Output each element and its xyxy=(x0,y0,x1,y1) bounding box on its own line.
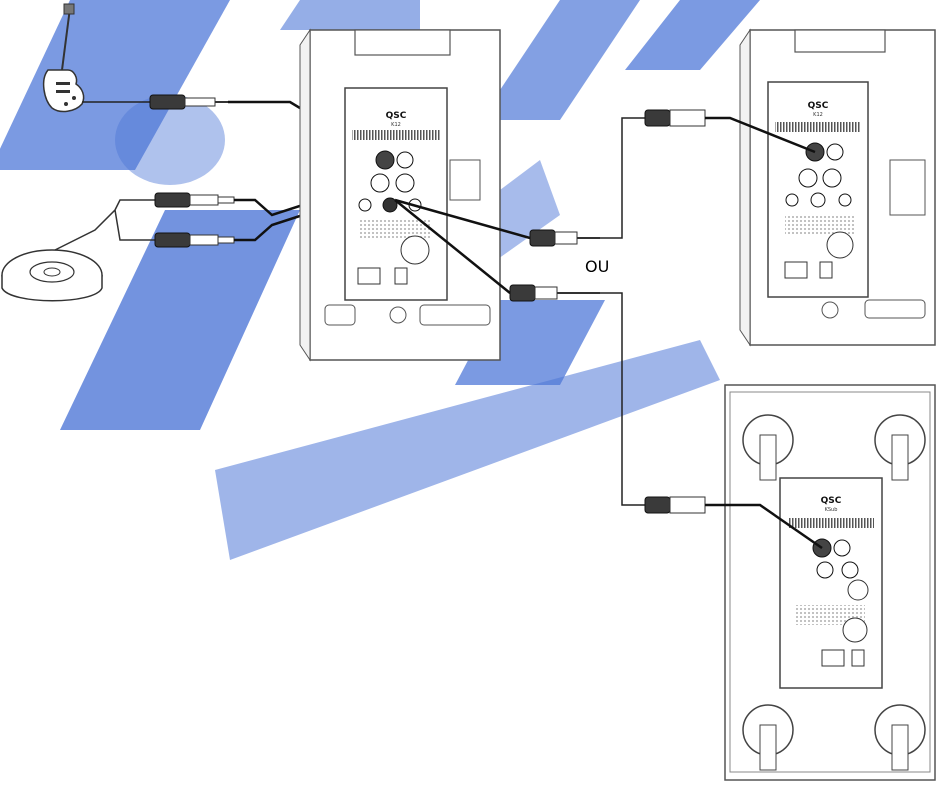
top-right-speaker-model: K12 xyxy=(813,112,823,118)
subwoofer-brand: QSC xyxy=(821,496,842,506)
top-right-speaker: QSC K12 xyxy=(740,30,935,345)
main-speaker-model: K12 xyxy=(391,122,401,128)
cd-player-icon xyxy=(2,250,102,301)
top-right-speaker-brand: QSC xyxy=(808,101,829,111)
subwoofer-model: KSub xyxy=(825,507,838,513)
or-label: OU xyxy=(585,257,609,276)
main-speaker: QSC K12 xyxy=(300,30,500,360)
subwoofer: QSC KSub xyxy=(725,385,935,780)
main-speaker-brand: QSC xyxy=(386,111,407,121)
